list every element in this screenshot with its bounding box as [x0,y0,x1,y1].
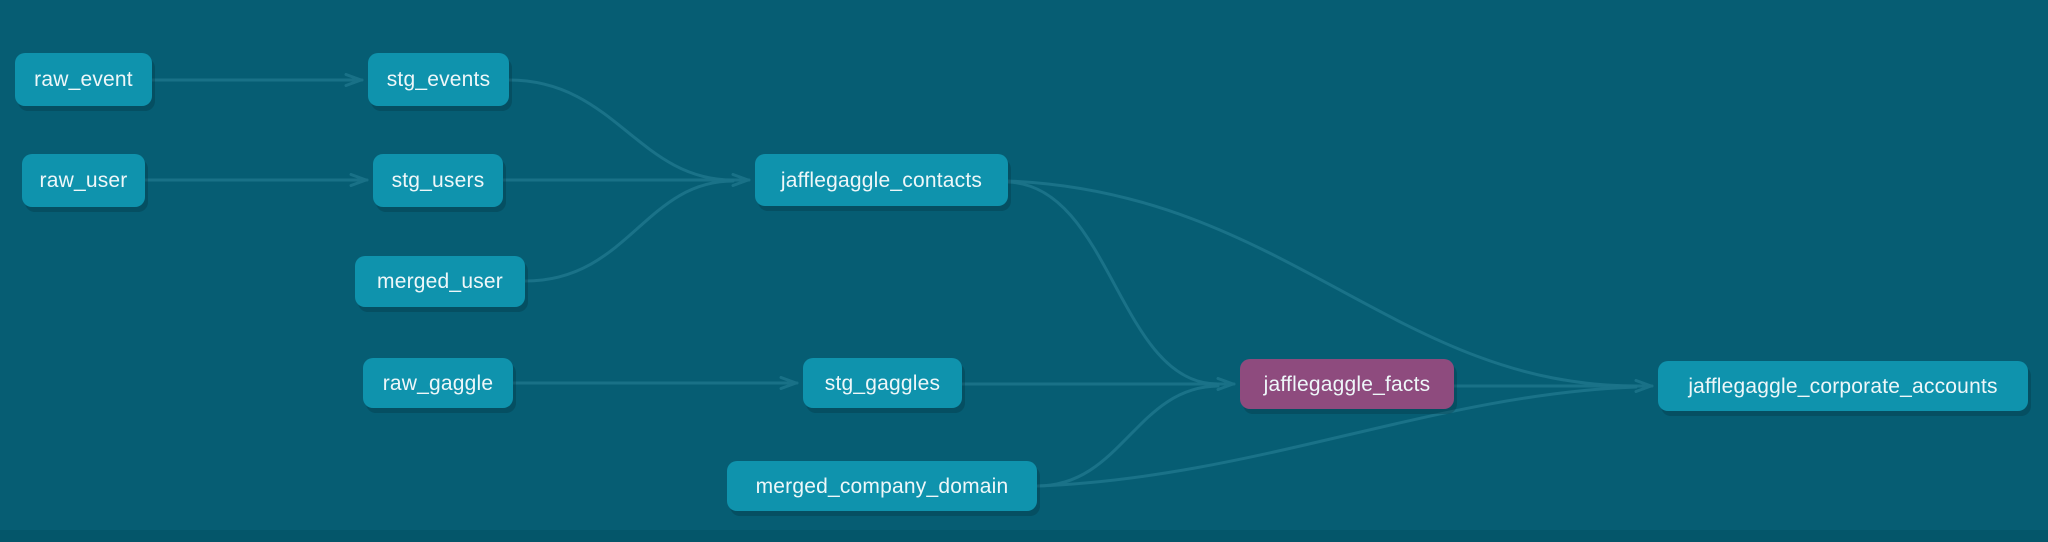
node-merged-company-domain[interactable]: merged_company_domain [727,461,1037,511]
edge-stg_events-to-jafflegaggle_contacts [507,78,735,182]
node-stg-events[interactable]: stg_events [368,53,509,106]
node-label: jafflegaggle_contacts [780,168,983,192]
node-raw-event[interactable]: raw_event [15,53,152,106]
node-raw-user[interactable]: raw_user [22,154,145,207]
node-label: stg_gaggles [824,371,941,395]
node-label: raw_gaggle [382,371,494,395]
node-stg-gaggles[interactable]: stg_gaggles [803,358,962,408]
edge-merged_company_domain-to-jafflegaggle_facts [1035,384,1220,488]
edge-merged_company_domain-to-jafflegaggle_corporate_accounts [1035,385,1638,488]
node-stg-users[interactable]: stg_users [373,154,503,207]
node-label: raw_user [39,169,128,192]
node-label: raw_event [34,68,133,91]
node-label: jafflegaggle_facts [1263,372,1431,396]
node-merged-user[interactable]: merged_user [355,256,525,307]
node-label: merged_company_domain [755,474,1009,498]
node-raw-gaggle[interactable]: raw_gaggle [363,358,513,408]
edge-jafflegaggle_contacts-to-jafflegaggle_corporate_accounts [1006,179,1638,388]
edge-merged_user-to-jafflegaggle_contacts [523,179,735,283]
node-jafflegaggle-contacts[interactable]: jafflegaggle_contacts [755,154,1008,206]
node-label: jafflegaggle_corporate_accounts [1688,374,1998,398]
node-label: stg_events [386,68,491,91]
node-label: merged_user [377,270,503,293]
canvas-bottom-strip [0,530,2048,542]
edge-jafflegaggle_contacts-to-jafflegaggle_facts [1006,180,1220,386]
node-label: stg_users [391,169,485,192]
node-jafflegaggle-facts[interactable]: jafflegaggle_facts [1240,359,1454,409]
node-jafflegaggle-corporate-accounts[interactable]: jafflegaggle_corporate_accounts [1658,361,2028,411]
